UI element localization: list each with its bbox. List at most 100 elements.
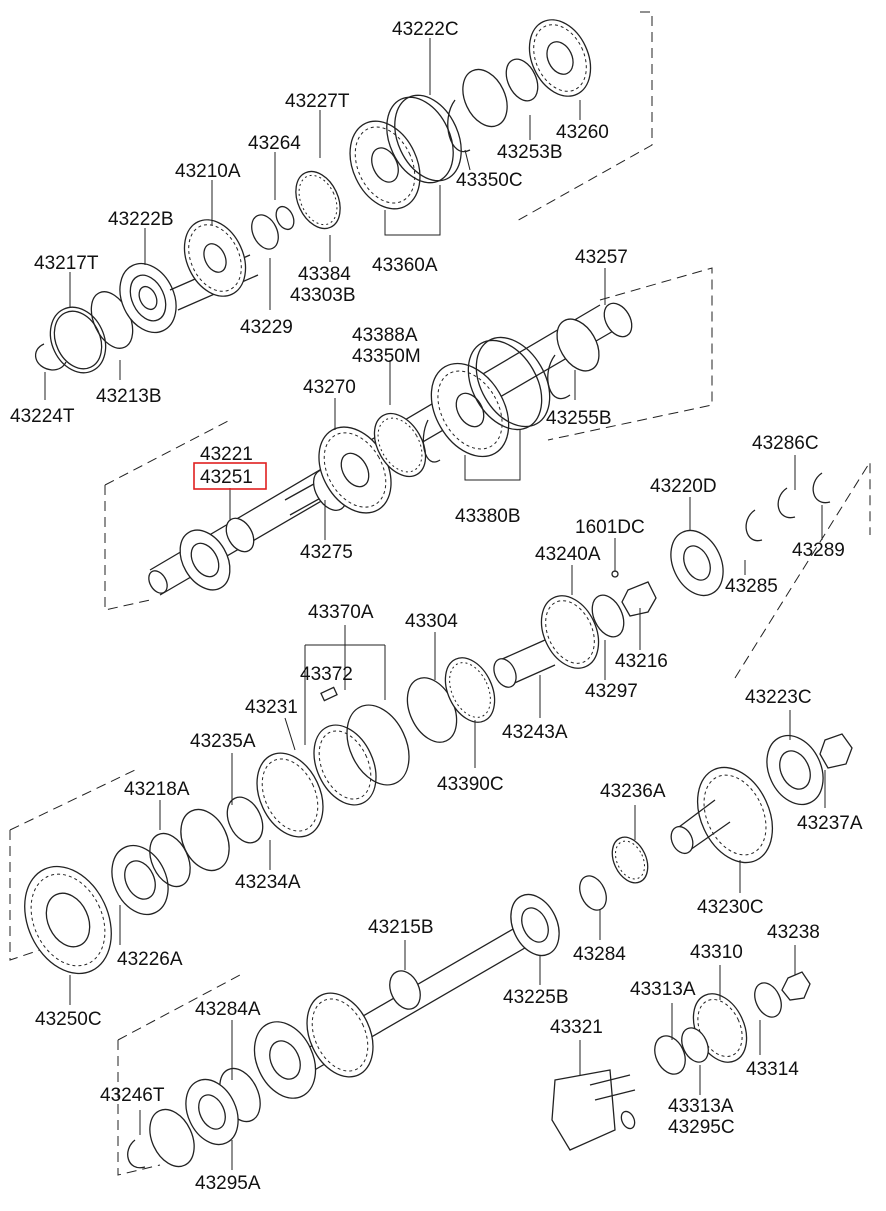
bearing-43220D xyxy=(670,529,724,597)
shaft-small-parts-right xyxy=(493,472,831,688)
output-shaft-assembly xyxy=(127,893,560,1169)
spring-43350C xyxy=(447,99,471,153)
assembly-frame-1 xyxy=(9,11,871,1176)
label-43310: 43310 xyxy=(690,942,743,963)
reverse-idler-parts xyxy=(551,971,811,1151)
label-1601DC: 1601DC xyxy=(575,517,645,538)
ring-43253B xyxy=(462,68,508,128)
counter-gear-parts-right xyxy=(579,733,853,911)
leader-lines xyxy=(44,38,826,1170)
synchro-ring-43388A xyxy=(373,412,427,478)
label-43390C: 43390C xyxy=(437,774,504,795)
label-43260: 43260 xyxy=(556,122,609,143)
needle-bearing-43229 xyxy=(251,214,279,250)
washer-43314 xyxy=(754,982,782,1018)
label-43289: 43289 xyxy=(792,540,845,561)
bearing-43226A xyxy=(111,844,169,916)
label-43225B: 43225B xyxy=(503,987,569,1008)
ring-43264 xyxy=(275,205,295,231)
label-43236A: 43236A xyxy=(600,781,666,802)
label-43234A: 43234A xyxy=(235,872,301,893)
label-43297: 43297 xyxy=(585,681,638,702)
shaft-assembly-top xyxy=(34,19,592,374)
label-43222C: 43222C xyxy=(392,19,459,40)
label-43370A: 43370A xyxy=(308,602,374,623)
key-43372 xyxy=(320,686,338,702)
label-43229: 43229 xyxy=(240,317,293,338)
snap-ring-43224T xyxy=(34,343,67,371)
label-43218A: 43218A xyxy=(124,779,190,800)
shaft-end-43257 xyxy=(603,302,633,338)
label-43255B: 43255B xyxy=(546,408,612,429)
label-43243A: 43243A xyxy=(502,722,568,743)
label-43284A: 43284A xyxy=(195,999,261,1020)
nut-43237A xyxy=(819,733,853,769)
label-43210A: 43210A xyxy=(175,161,241,182)
label-43213B: 43213B xyxy=(96,386,162,407)
nut-43216 xyxy=(621,581,657,617)
bracket-43321 xyxy=(551,1069,616,1151)
bearing-43222B xyxy=(119,262,177,334)
label-43270: 43270 xyxy=(303,377,356,398)
ring-43217T xyxy=(49,306,107,374)
label-43235A: 43235A xyxy=(190,731,256,752)
snap-ring-43285 xyxy=(745,509,763,542)
label-43384: 43384 xyxy=(298,264,351,285)
washer-43297 xyxy=(591,594,625,638)
label-43251: 43251 xyxy=(200,467,253,488)
gear-43260 xyxy=(528,19,592,97)
nut-43238 xyxy=(781,971,811,1001)
label-43285: 43285 xyxy=(725,576,778,597)
label-43246T: 43246T xyxy=(100,1085,165,1106)
label-43221: 43221 xyxy=(200,444,253,465)
label-43226A: 43226A xyxy=(117,949,183,970)
label-43304: 43304 xyxy=(405,611,458,632)
needle-bearing-43234A xyxy=(226,796,264,844)
snap-ring-43246T xyxy=(127,1139,146,1169)
label-43222B: 43222B xyxy=(108,209,174,230)
label-43313A-bottom: 43313A xyxy=(668,1096,734,1117)
label-43227T: 43227T xyxy=(285,91,350,112)
label-43223C: 43223C xyxy=(745,687,812,708)
washer-43284 xyxy=(579,875,607,911)
label-43284: 43284 xyxy=(573,944,626,965)
snap-ring-43286C xyxy=(777,487,796,519)
label-43350C: 43350C xyxy=(456,170,523,191)
label-43215B: 43215B xyxy=(368,917,434,938)
snap-ring-43289 xyxy=(812,472,831,504)
synchro-ring-43390C xyxy=(444,657,496,723)
label-43380B: 43380B xyxy=(455,506,521,527)
counter-shaft-assembly xyxy=(24,657,496,975)
label-43350M: 43350M xyxy=(352,346,421,367)
label-43286C: 43286C xyxy=(752,433,819,454)
hub-43380B xyxy=(430,362,510,458)
label-43388A: 43388A xyxy=(352,325,418,346)
label-43237A: 43237A xyxy=(797,813,863,834)
bearing-43295A xyxy=(185,1078,239,1146)
gear-43236A xyxy=(611,836,649,884)
label-43372: 43372 xyxy=(300,664,353,685)
label-43220D: 43220D xyxy=(650,476,717,497)
label-43275: 43275 xyxy=(300,542,353,563)
label-43253B: 43253B xyxy=(497,142,563,163)
hub-43360A xyxy=(349,120,421,210)
label-43217T: 43217T xyxy=(34,253,99,274)
label-43250C: 43250C xyxy=(35,1009,102,1030)
main-shaft-assembly xyxy=(148,302,633,596)
label-43295C: 43295C xyxy=(668,1117,735,1138)
label-43360A: 43360A xyxy=(372,255,438,276)
label-43231: 43231 xyxy=(245,697,298,718)
sleeve-43243A xyxy=(493,658,517,688)
gear-43250C xyxy=(24,865,112,975)
part-labels: 43222C 43227T 43264 43210A 43222B 43217T… xyxy=(10,19,863,1194)
bearing-43225B xyxy=(510,893,560,957)
highlight-box xyxy=(193,462,267,490)
label-43224T: 43224T xyxy=(10,406,75,427)
bearing-43223C xyxy=(766,734,824,806)
label-43230C: 43230C xyxy=(697,897,764,918)
label-43238: 43238 xyxy=(767,922,820,943)
label-43240A: 43240A xyxy=(535,544,601,565)
label-43321: 43321 xyxy=(550,1017,603,1038)
needle-bearing-43313A xyxy=(654,1035,686,1075)
